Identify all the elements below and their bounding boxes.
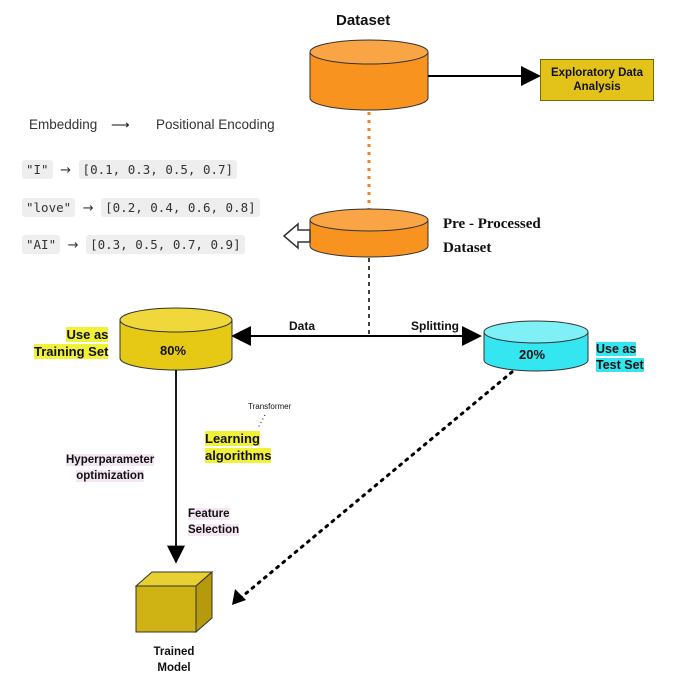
arrow-icon: →	[67, 238, 79, 253]
training-cylinder	[119, 307, 233, 371]
token-word: "love"	[22, 198, 76, 217]
learning-algorithms-label: Learning algorithms	[205, 431, 272, 463]
test-cylinder	[483, 320, 589, 372]
token-vector: [0.3, 0.5, 0.7, 0.9]	[86, 235, 245, 254]
dataset-cylinder	[309, 39, 429, 111]
token-row: "love" → [0.2, 0.4, 0.6, 0.8]	[22, 198, 260, 217]
transformer-label: Transformer	[248, 402, 292, 411]
preprocessed-cylinder	[309, 208, 429, 258]
model-cube	[134, 570, 214, 634]
eda-box: Exploratory Data Analysis	[540, 59, 654, 101]
positional-encoding-label: Positional Encoding	[156, 117, 275, 132]
token-word: "I"	[22, 160, 53, 179]
embedding-label: Embedding	[29, 117, 98, 132]
arrow-icon: →	[82, 201, 94, 216]
token-row: "AI" → [0.3, 0.5, 0.7, 0.9]	[22, 235, 245, 254]
split-label-splitting: Splitting	[411, 319, 459, 333]
training-percent: 80%	[160, 343, 187, 358]
trained-model-label: Trained Model	[153, 646, 195, 674]
test-to-model-arrow	[236, 370, 514, 602]
split-label-data: Data	[289, 319, 316, 333]
arrow-icon: →	[60, 163, 72, 178]
training-set-label: Use as Training Set	[34, 327, 109, 359]
token-vector: [0.2, 0.4, 0.6, 0.8]	[101, 198, 260, 217]
test-percent: 20%	[519, 347, 546, 362]
test-arrowhead	[232, 589, 246, 605]
diagram-title: Dataset	[336, 12, 391, 29]
preprocessed-label: Pre - Processed Dataset	[443, 216, 541, 256]
hollow-left-arrow-icon	[282, 222, 311, 250]
embedding-arrow-icon: ⟶	[111, 117, 130, 132]
token-vector: [0.1, 0.3, 0.5, 0.7]	[78, 160, 238, 179]
token-word: "AI"	[22, 235, 61, 254]
transformer-connector	[257, 414, 266, 429]
token-row: "I" → [0.1, 0.3, 0.5, 0.7]	[22, 160, 238, 179]
test-set-label: Use as Test Set	[596, 342, 644, 372]
hyperparameter-label: Hyperparameter optimization	[66, 454, 155, 482]
feature-selection-label: Feature Selection	[188, 508, 240, 536]
